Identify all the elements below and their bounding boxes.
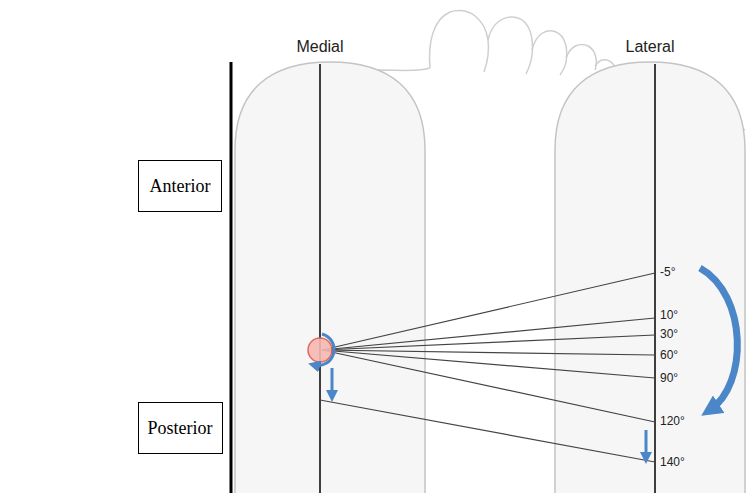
lateral-plateau [555, 62, 745, 493]
pivot-point [308, 338, 332, 362]
angle-label: 140° [660, 455, 685, 469]
angle-label: -5° [660, 265, 675, 279]
medial-plateau [235, 62, 425, 493]
direction-box: Anterior [138, 160, 222, 212]
direction-box: Posterior [138, 402, 223, 454]
angle-label: 10° [660, 308, 678, 322]
side-label: Lateral [626, 38, 675, 56]
side-label: Medial [296, 38, 343, 56]
medial-shift-arrow [331, 368, 334, 396]
direction-label: Anterior [150, 176, 211, 197]
angle-label: 90° [660, 371, 678, 385]
angle-label: 60° [660, 348, 678, 362]
lateral-axis [654, 64, 656, 493]
rollback-arrow [700, 268, 737, 410]
medial-axis [319, 64, 321, 493]
direction-label: Posterior [148, 418, 213, 439]
lateral-shift-arrow [645, 430, 648, 458]
pivot-arrow [314, 334, 334, 366]
angle-label: 120° [660, 414, 685, 428]
rotation-lines [320, 273, 655, 462]
angle-label: 30° [660, 327, 678, 341]
midline [230, 62, 233, 493]
